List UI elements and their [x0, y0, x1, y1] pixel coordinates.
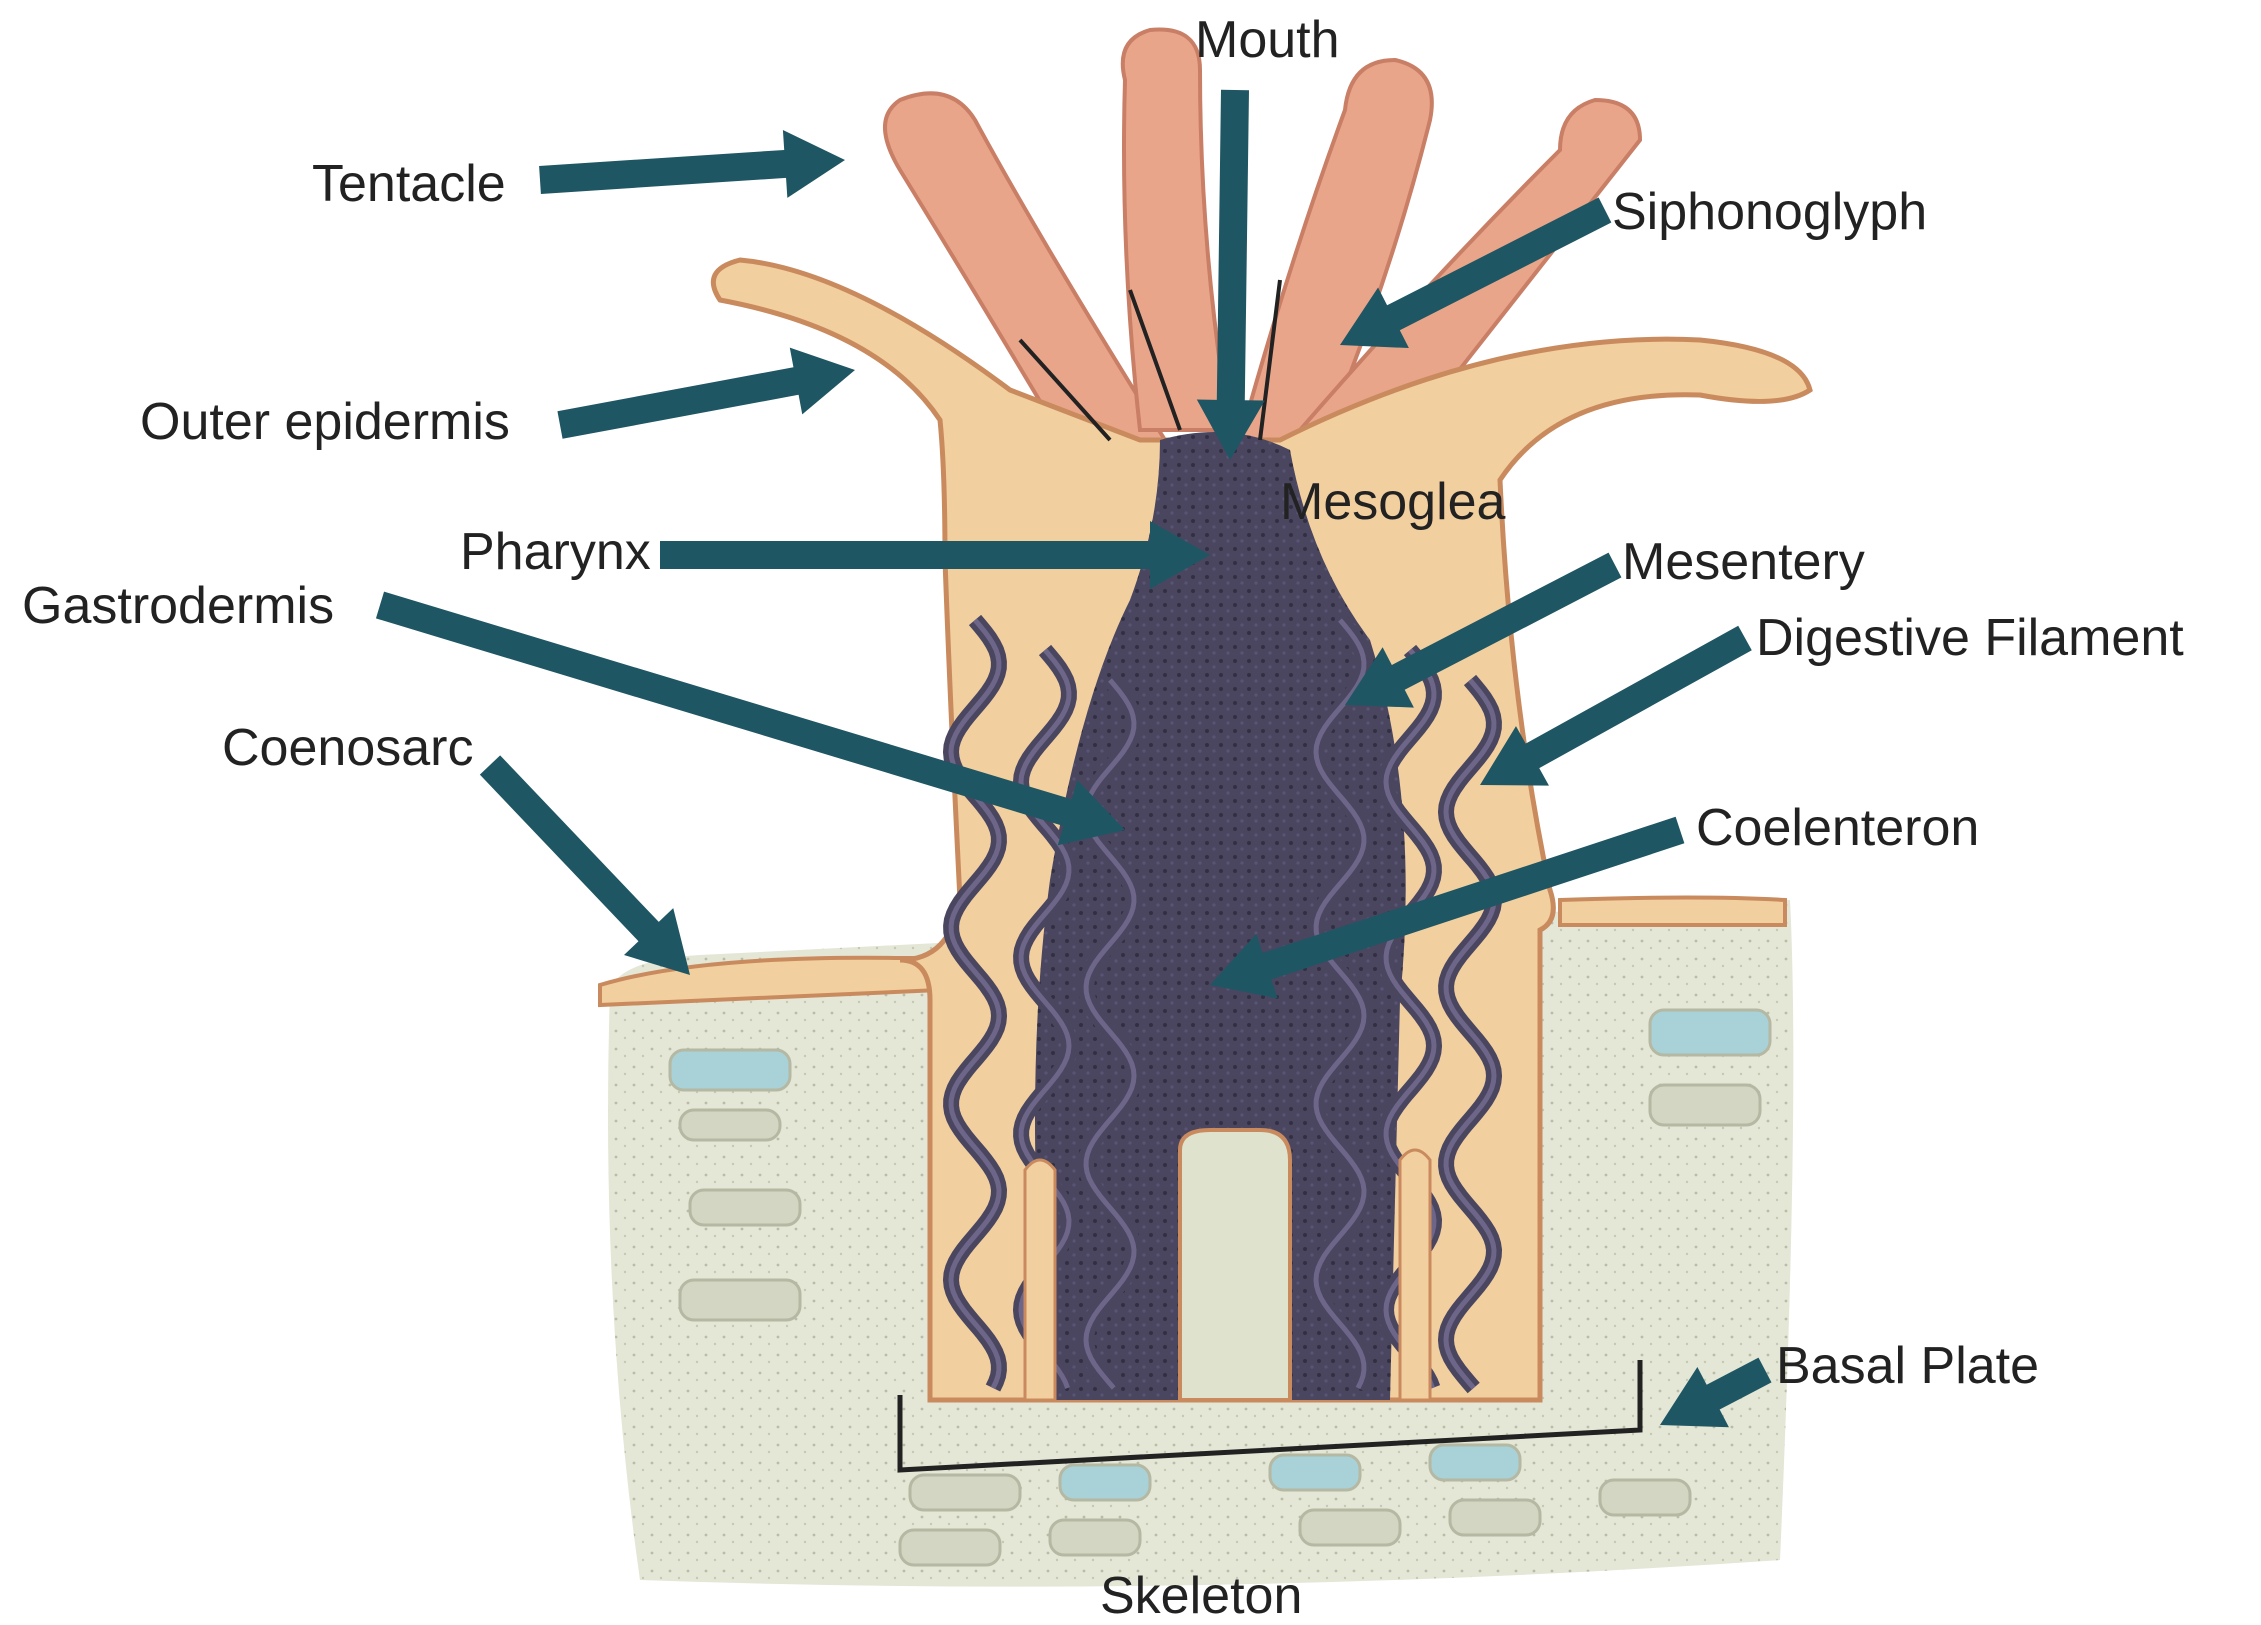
skeleton-block — [910, 1475, 1020, 1510]
skeleton-block — [1300, 1510, 1400, 1545]
arrow-outer-epidermis — [557, 348, 855, 439]
label-basal-plate: Basal Plate — [1776, 1340, 2039, 1392]
label-gastrodermis: Gastrodermis — [22, 580, 334, 632]
skeleton-block — [690, 1190, 800, 1225]
label-digestive-filament: Digestive Filament — [1756, 612, 2184, 664]
skeleton-block — [680, 1110, 780, 1140]
label-mesentery: Mesentery — [1622, 536, 1865, 588]
skeleton-block — [1050, 1520, 1140, 1555]
label-skeleton: Skeleton — [1100, 1570, 1302, 1622]
skeleton-block — [900, 1530, 1000, 1565]
label-tentacle: Tentacle — [312, 158, 506, 210]
label-outer-epidermis: Outer epidermis — [140, 396, 510, 448]
skeleton-block — [680, 1280, 800, 1320]
skeleton-block — [1650, 1010, 1770, 1055]
label-pharynx: Pharynx — [460, 526, 651, 578]
coenosarc-layer-right — [1560, 898, 1785, 926]
label-siphonoglyph: Siphonoglyph — [1612, 186, 1927, 238]
arrow-coenosarc — [480, 755, 690, 975]
label-mesoglea: Mesoglea — [1280, 476, 1505, 528]
skeleton-block — [1270, 1455, 1360, 1490]
skeleton-block — [670, 1050, 790, 1090]
skeleton-block — [1060, 1465, 1150, 1500]
skeleton-block — [1650, 1085, 1760, 1125]
arrow-tentacle — [539, 130, 845, 198]
skeleton-block — [1600, 1480, 1690, 1515]
label-mouth: Mouth — [1195, 14, 1340, 66]
label-coelenteron: Coelenteron — [1696, 802, 1979, 854]
label-coenosarc: Coenosarc — [222, 722, 473, 774]
skeleton-block — [1430, 1445, 1520, 1480]
skeleton-block — [1450, 1500, 1540, 1535]
